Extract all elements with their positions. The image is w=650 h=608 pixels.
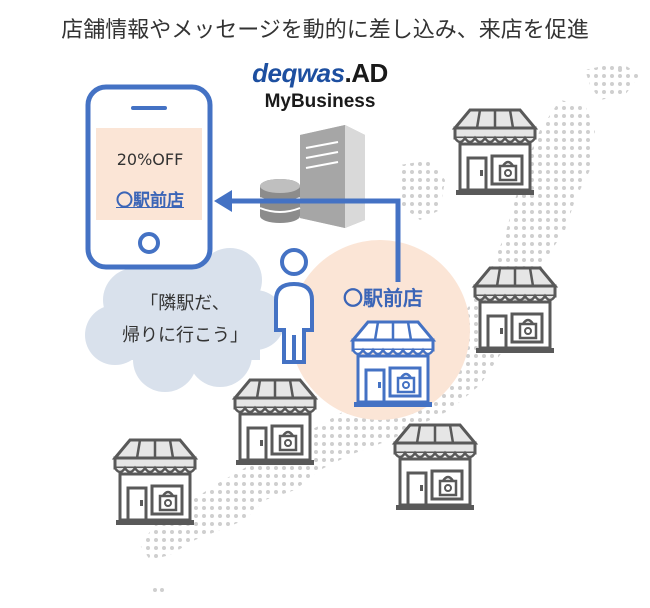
page-title: 店舗情報やメッセージを動的に差し込み、来店を促進 — [61, 18, 589, 43]
store-icon — [473, 266, 557, 355]
brand-logo: deqwas.AD MyBusiness — [240, 58, 400, 113]
store-icon — [113, 438, 197, 527]
thought-bubble-line1: 「隣駅だ、 — [140, 293, 230, 314]
arrow-icon — [214, 190, 401, 282]
brand-product-name: MyBusiness — [264, 91, 376, 112]
nearby-store-label: 〇駅前店 — [343, 286, 423, 310]
store-icon — [233, 378, 317, 467]
store-icon — [349, 320, 437, 407]
brand-wordmark: deqwas.AD — [240, 58, 400, 89]
store-icon — [393, 423, 477, 512]
thought-bubble-text: 「隣駅だ、 帰りに行こう」 — [100, 288, 270, 352]
server-icon — [300, 125, 365, 228]
thought-bubble-line2: 帰りに行こう」 — [122, 325, 248, 346]
store-icon — [453, 108, 537, 197]
smartphone-icon — [85, 84, 213, 270]
brand-logo-text: deqwas — [252, 58, 345, 88]
phone-offer-text: 20%OFF — [116, 150, 184, 169]
brand-logo-suffix: .AD — [344, 58, 389, 88]
phone-store-link: 〇駅前店 — [116, 191, 184, 211]
person-icon — [274, 248, 314, 364]
thought-cloud-icon — [85, 240, 285, 392]
